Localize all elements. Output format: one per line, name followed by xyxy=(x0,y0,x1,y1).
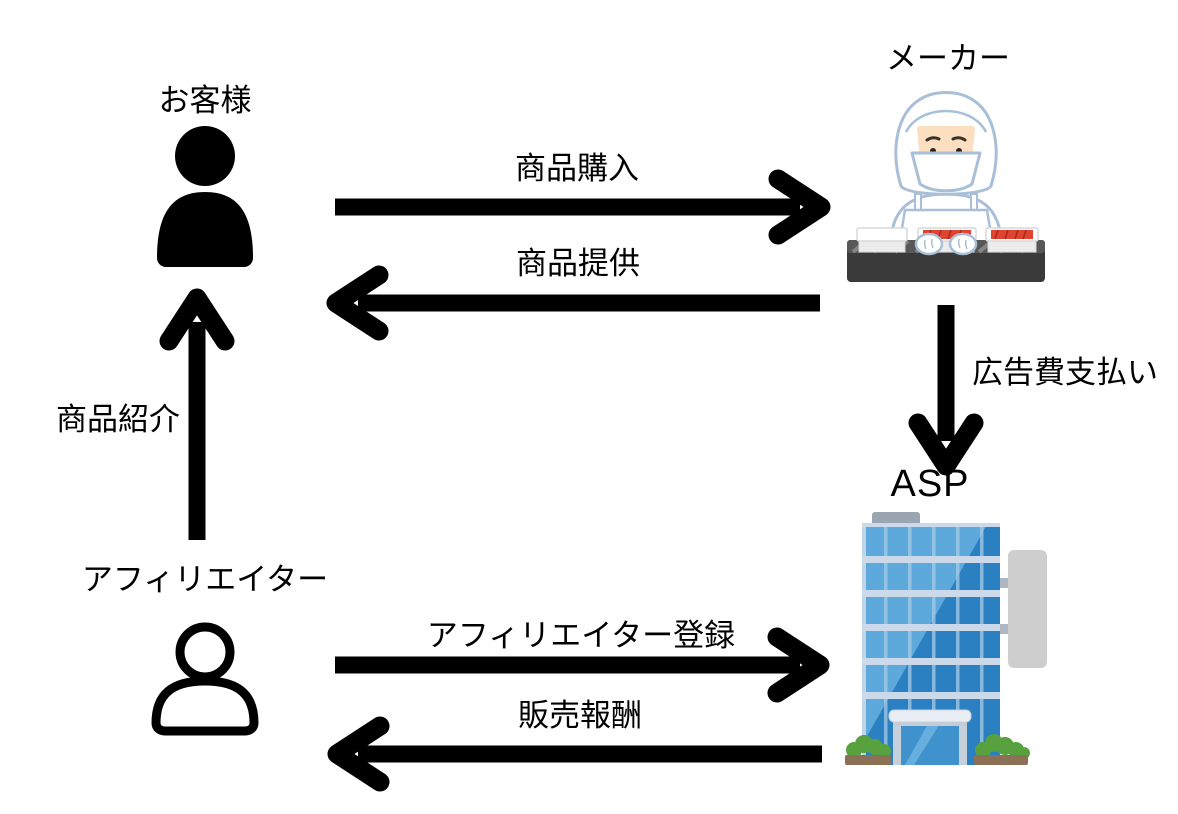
arrow-provide xyxy=(326,265,820,341)
worker-mask xyxy=(910,151,982,193)
office-building-illustration xyxy=(845,512,1047,765)
arrow-ad-fee xyxy=(908,305,984,476)
arrow-register xyxy=(335,627,830,703)
asp-label: ASP xyxy=(890,463,970,505)
worker-hand xyxy=(914,232,944,256)
edge-label-purchase: 商品購入 xyxy=(515,151,639,186)
rooftop-box xyxy=(872,512,920,525)
edge-label-register: アフィリエイター登録 xyxy=(426,618,736,653)
factory-worker-illustration xyxy=(847,91,1045,282)
edge-label-ad-fee: 広告費支払い xyxy=(972,355,1158,390)
bush xyxy=(845,735,891,765)
sign-tab xyxy=(996,578,1012,588)
arrow-down-icon xyxy=(908,413,984,476)
arrow-purchase xyxy=(335,169,831,245)
tray-meat xyxy=(985,227,1039,253)
arrow-right-icon xyxy=(767,627,830,703)
edge-label-provide: 商品提供 xyxy=(516,246,640,281)
person-filled-icon xyxy=(157,126,253,267)
bush xyxy=(974,734,1030,765)
arrow-left-icon xyxy=(326,265,389,341)
arrow-introduce xyxy=(159,288,235,540)
tray-empty xyxy=(856,227,908,253)
building-entrance xyxy=(888,709,972,765)
arrow-up-icon xyxy=(159,288,235,351)
affiliater-label: アフィリエイター xyxy=(81,562,329,597)
customer-label: お客様 xyxy=(158,83,252,118)
edge-label-introduce: 商品紹介 xyxy=(56,402,180,437)
arrow-right-icon xyxy=(768,169,831,245)
sign-tab xyxy=(996,624,1012,634)
maker-label: メーカー xyxy=(886,41,1010,76)
sign-board xyxy=(1008,550,1047,668)
edge-label-reward: 販売報酬 xyxy=(518,698,642,733)
arrow-left-icon xyxy=(327,716,390,792)
person-outline-icon xyxy=(151,622,259,736)
worker-hand xyxy=(948,232,978,256)
arrow-reward xyxy=(327,716,822,792)
